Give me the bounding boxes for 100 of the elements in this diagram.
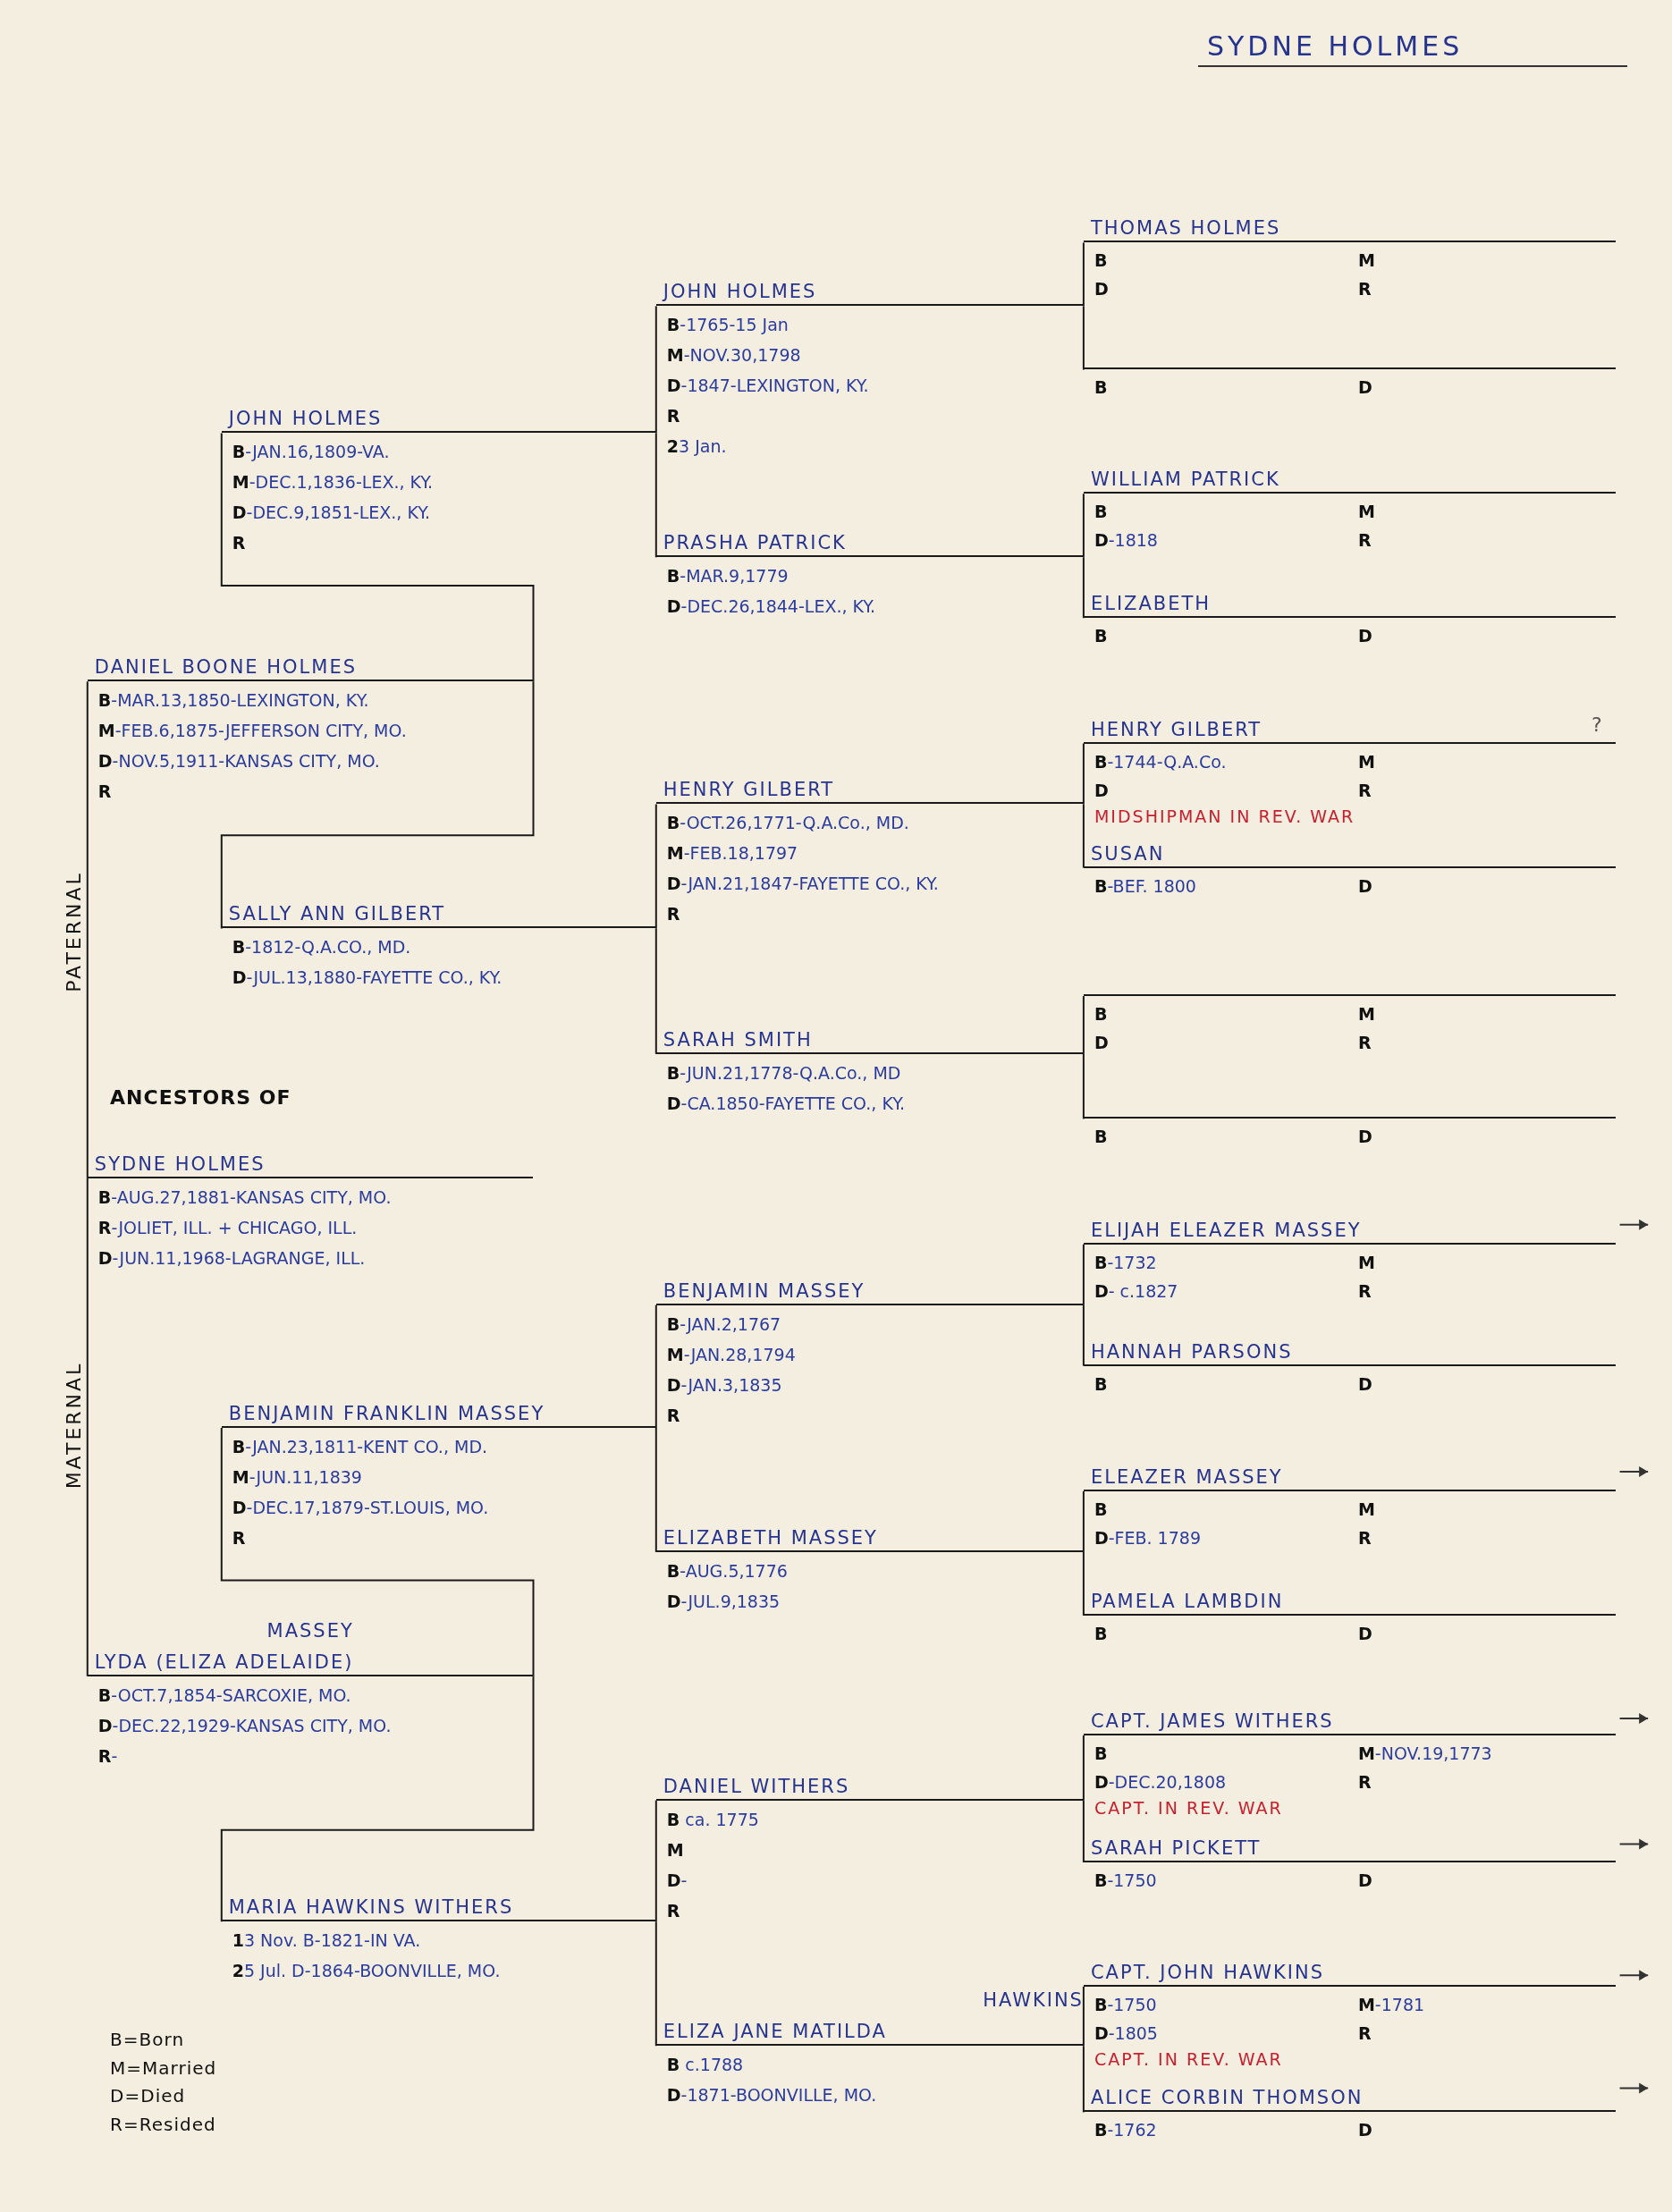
connector-line [1082,1304,1085,1367]
record-field: D-DEC.9,1851-LEX., KY. [232,497,656,528]
record-field: D-FEB. 1789 [1094,1524,1358,1552]
record-field: B [1094,621,1358,651]
record-field: B [1094,1739,1358,1768]
record-field: D-JAN.21,1847-FAYETTE CO., KY. [666,868,1084,899]
heading-label: ? [1592,713,1603,737]
record-field: D [1357,871,1616,900]
person-name: PAMELA LAMBDIN [1083,1583,1616,1616]
person-name: ALICE CORBIN THOMSON [1083,2080,1616,2113]
record-field: M [666,1834,1084,1865]
record-field: B-JAN.23,1811-KENT CO., MD. [232,1431,656,1462]
connector-line [654,1427,657,1553]
page-title: SYDNE HOLMES [1198,30,1627,67]
person-name: SYDNE HOLMES [87,1145,534,1178]
record-field: D- [666,1864,1084,1895]
record-field: D-DEC.22,1929-KANSAS CITY, MO. [97,1710,534,1741]
record-field: B-JAN.2,1767 [666,1308,1084,1339]
record-field: D [1357,1618,1616,1648]
person-name: ELEAZER MASSEY [1083,1459,1616,1491]
record-field: D [1357,2115,1616,2145]
connector-line [1082,1735,1085,1802]
record-field: M-FEB.18,1797 [666,838,1084,869]
record-field: B-OCT.7,1854-SARCOXIE, MO. [97,1679,534,1710]
record-field: M [1357,1495,1616,1524]
record-field: R [1357,1276,1616,1305]
record-field: D [1357,1866,1616,1895]
record-field: R [1357,526,1616,555]
record-field: 25 Jul. D-1864-BOONVILLE, MO. [232,1955,656,1987]
connector-line [86,1177,89,1677]
record-field: R [232,528,656,559]
heading-label: ANCESTORS OF [110,1086,291,1110]
person-name: THOMAS HOLMES [1083,210,1616,243]
connector-line [220,680,535,930]
person-name: SARAH PICKETT [1083,1830,1616,1863]
person-name: PRASHA PATRICK [655,525,1084,558]
record-field: B [1094,246,1358,275]
record-field: D [1357,373,1616,402]
person-name: JOHN HOLMES [221,401,656,434]
record-field: D-JUN.11,1968-LAGRANGE, ILL. [97,1242,534,1273]
connector-line [220,432,535,683]
record-field: D-DEC.26,1844-LEX., KY. [666,591,1084,622]
record-field: R [1357,1028,1616,1058]
person-name: CAPT. JAMES WITHERS [1083,1703,1616,1735]
record-field: R- [97,1740,534,1771]
connector-line [1082,241,1085,308]
connector-line [1082,305,1085,371]
record-field: B [1094,1618,1358,1648]
connector-line [1082,1985,1085,2047]
connector-line [86,680,89,1179]
connector-line [654,1304,657,1429]
person-name: ELIZA JANE MATILDA [655,2014,1084,2047]
record-field: R [666,1895,1084,1926]
connector-line [1082,556,1085,620]
record-field: M-NOV.19,1773 [1357,1739,1616,1768]
legend-key: B=Born [110,2029,185,2051]
person-name: DANIEL BOONE HOLMES [87,649,534,682]
record-field: D-1805 [1094,2018,1358,2047]
record-field: R [232,1523,656,1553]
person-name: DANIEL WITHERS [655,1768,1084,1801]
record-field: B-OCT.26,1771-Q.A.Co., MD. [666,807,1084,839]
record-field: 13 Nov. B-1821-IN VA. [232,1925,656,1956]
record-field: R [666,899,1084,930]
record-field: D-DEC.17,1879-ST.LOUIS, MO. [232,1492,656,1523]
legend-key: R=Resided [110,2113,216,2135]
connector-line [654,1921,657,2047]
record-field: R [1357,1768,1616,1796]
connector-line [654,305,657,435]
connector-line [1082,1490,1085,1553]
record-field: D-JUL.13,1880-FAYETTE CO., KY. [232,962,656,993]
record-field: B [1094,1369,1358,1398]
connector-line [1082,1052,1085,1120]
side-label: PATERNAL [62,870,85,992]
person-name: SUSAN [1083,835,1616,868]
record-field: B ca. 1775 [666,1803,1084,1835]
record-field: B-BEF. 1800 [1094,871,1358,900]
connector-line [1082,1799,1085,1863]
service-note: CAPT. IN REV. WAR [1093,2047,1284,2071]
record-field: M-1781 [1357,1989,1616,2019]
connector-line [1082,493,1085,559]
person-name: BENJAMIN FRANKLIN MASSEY [221,1396,656,1428]
record-field: M-DEC.1,1836-LEX., KY. [232,467,656,498]
person-name: WILLIAM PATRICK [1083,461,1616,494]
record-field: B-AUG.27,1881-KANSAS CITY, MO. [97,1181,534,1212]
legend-key: M=Married [110,2056,217,2079]
record-field: B [1094,373,1358,402]
person-name: CAPT. JOHN HAWKINS [1083,1954,1616,1987]
record-field: B-JAN.16,1809-VA. [232,436,656,468]
record-field: B-MAR.13,1850-LEXINGTON, KY. [97,685,534,716]
record-field: 23 Jan. [666,431,1084,462]
person-name: JOHN HOLMES [655,274,1084,307]
connector-line [220,1427,535,1677]
record-field: B-JUN.21,1778-Q.A.Co., MD [666,1057,1084,1088]
record-field: M [1357,747,1616,776]
record-field: R [1357,775,1616,805]
person-name: HANNAH PARSONS [1083,1333,1616,1366]
service-note: CAPT. IN REV. WAR [1093,1797,1284,1819]
record-field: D [1357,1122,1616,1152]
record-field: R [97,776,534,807]
person-name: BENJAMIN MASSEY [655,1272,1084,1305]
